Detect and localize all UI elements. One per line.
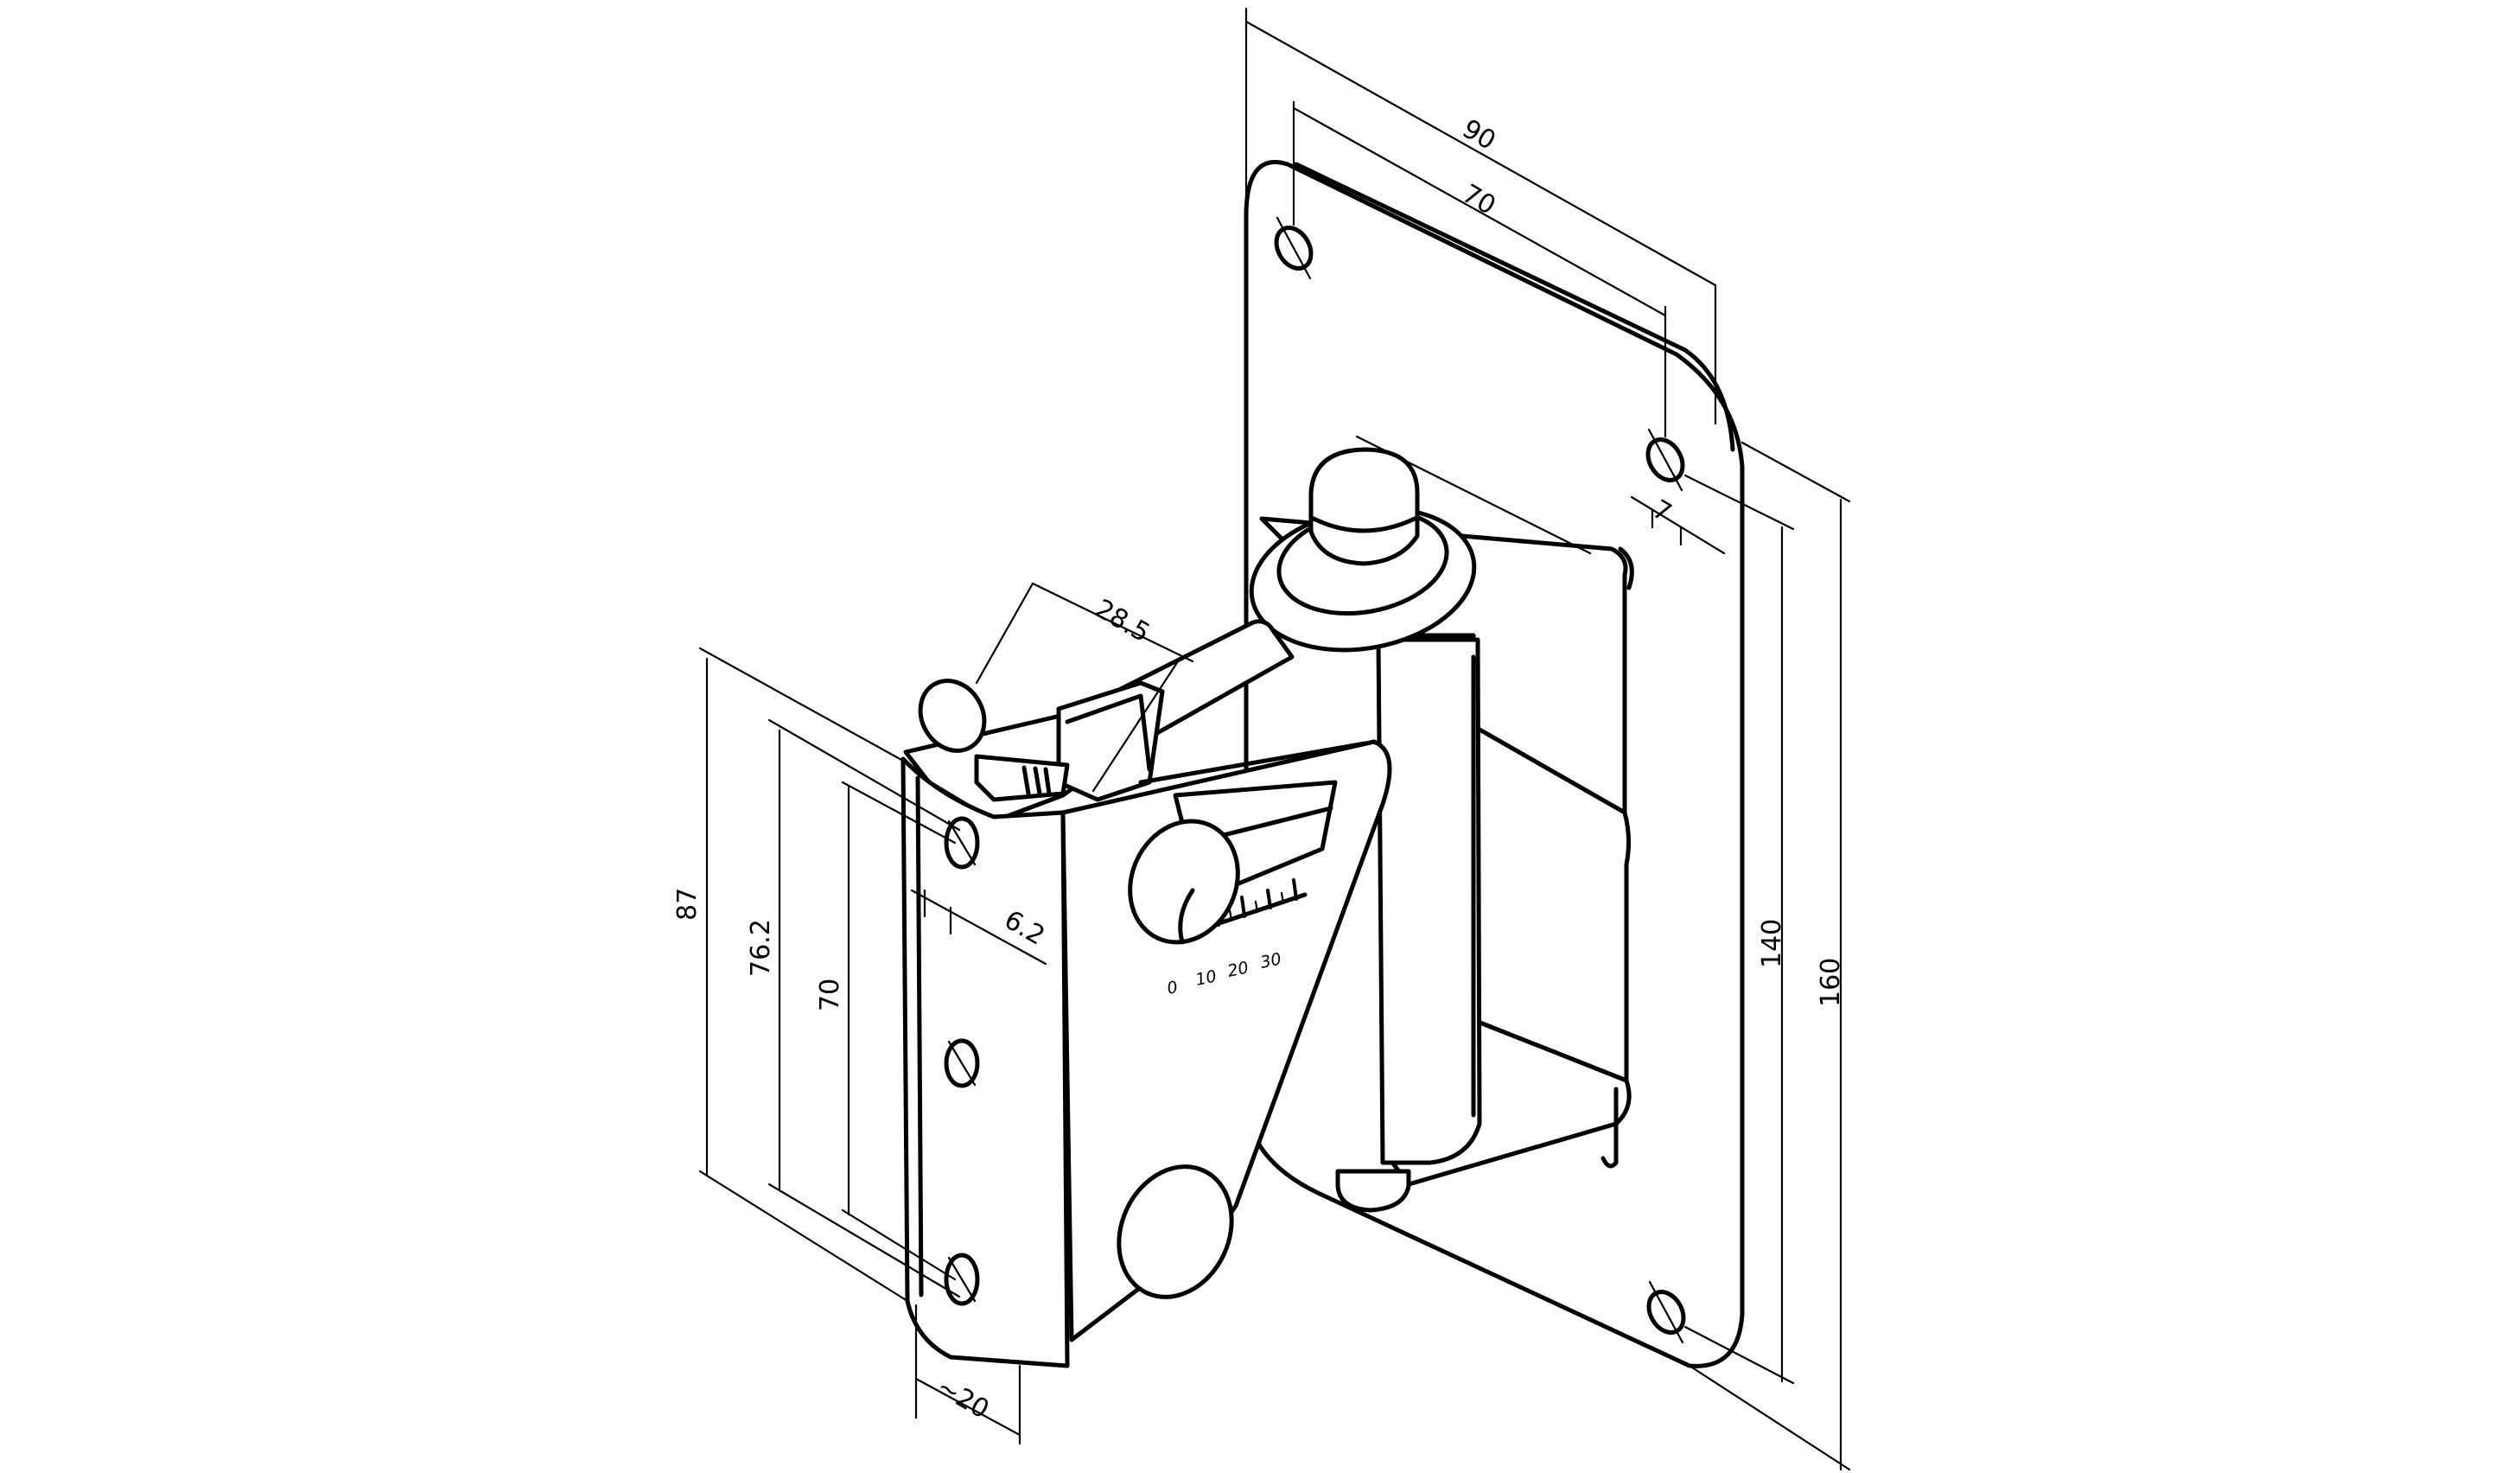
bracket-hole-bottom — [944, 1253, 980, 1306]
tilt-label-10: 10 — [1193, 966, 1218, 990]
tilt-label-0: 0 — [1165, 978, 1179, 998]
plate-hole-top-left — [1274, 216, 1314, 280]
pivot-cap-bottom — [1335, 1169, 1411, 1213]
pivot-cap-top — [1249, 447, 1477, 653]
plate-hole-bottom-right — [1646, 1280, 1686, 1344]
tilt-label-20: 20 — [1225, 958, 1250, 981]
bracket-hole-middle — [944, 1038, 980, 1088]
plate-hole-top-right — [1645, 428, 1685, 492]
side-knob-top — [918, 679, 987, 753]
dim-70-vertical: 70 — [815, 979, 845, 1011]
tilt-knob-upper — [1128, 819, 1240, 945]
dim-76-2: 76.2 — [746, 919, 776, 977]
dimension-lines — [698, 7, 1851, 1471]
dim-87: 87 — [672, 888, 703, 921]
hinge-cylinder — [1376, 637, 1482, 1165]
bracket-hole-top — [944, 816, 980, 870]
dim-70-horizontal: 70 — [1457, 179, 1501, 221]
dim-160: 160 — [1816, 958, 1846, 1007]
tilt-scale-labels: 0 10 20 30 — [1165, 949, 1282, 998]
dim-140: 140 — [1757, 919, 1787, 968]
dim-28-5: 28.5 — [1090, 594, 1155, 649]
dim-90: 90 — [1457, 114, 1501, 156]
tilt-knob-lower — [1117, 1164, 1234, 1299]
tilt-label-30: 30 — [1258, 949, 1282, 972]
